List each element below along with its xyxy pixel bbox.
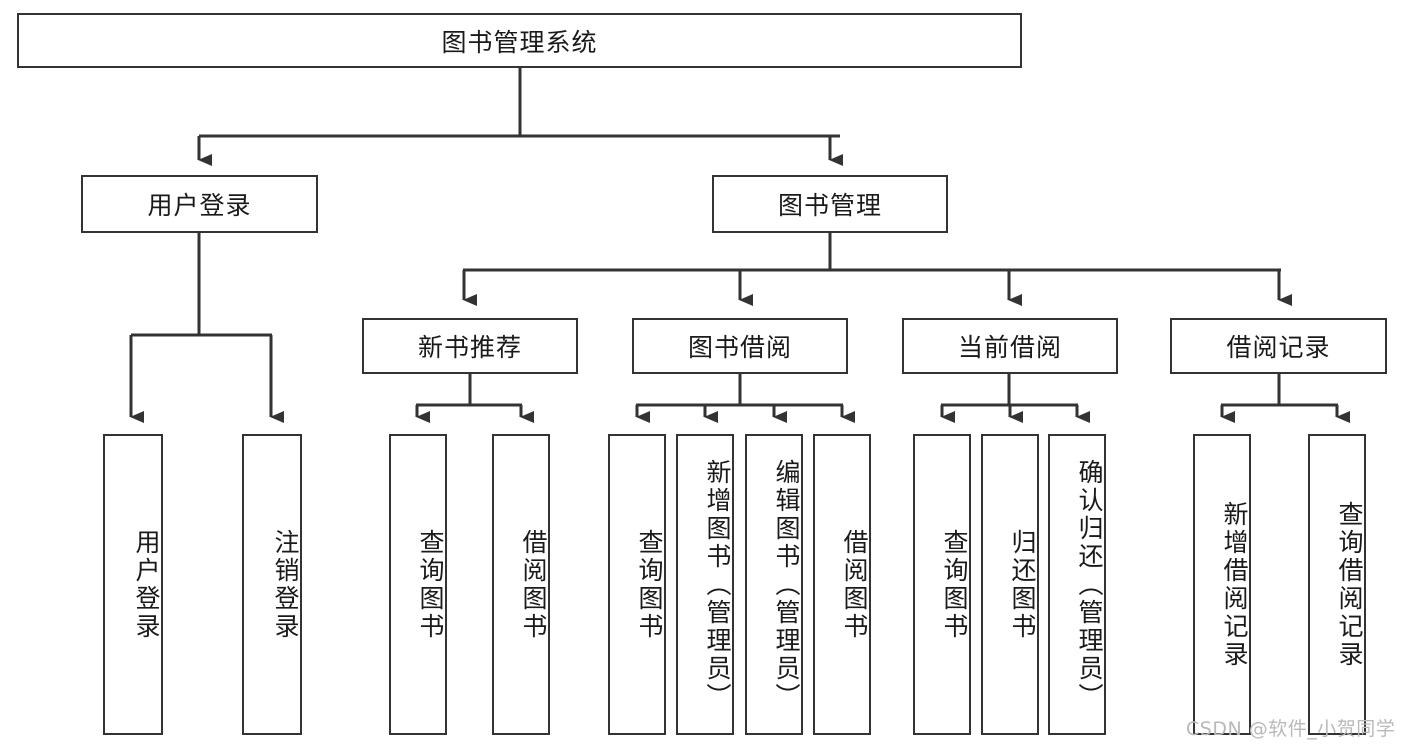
- node-book-management[interactable]: 图书管理: [712, 175, 948, 233]
- node-label: 注销登录: [271, 528, 300, 641]
- leaf-recommend-borrow-book[interactable]: 借阅图书: [492, 434, 550, 735]
- node-label: 借阅记录: [1226, 333, 1331, 362]
- node-label: 借阅图书: [840, 528, 869, 641]
- leaf-current-query-book[interactable]: 查询图书: [913, 434, 971, 735]
- node-label: 用户登录: [132, 528, 161, 641]
- leaf-borrow-add-book-admin[interactable]: 新增图书（管理员）: [676, 434, 734, 735]
- node-current-borrow[interactable]: 当前借阅: [902, 318, 1118, 374]
- node-label: 新增图书（管理员）: [703, 458, 732, 711]
- node-label: 查询图书: [940, 528, 969, 641]
- leaf-borrow-edit-book-admin[interactable]: 编辑图书（管理员）: [745, 434, 803, 735]
- leaf-record-query-borrow-record[interactable]: 查询借阅记录: [1308, 434, 1366, 735]
- node-label: 新增借阅记录: [1220, 500, 1249, 669]
- node-label: 查询图书: [416, 528, 445, 641]
- leaf-borrow-borrow-book[interactable]: 借阅图书: [813, 434, 871, 735]
- node-label: 编辑图书（管理员）: [772, 458, 801, 711]
- node-label: 新书推荐: [417, 333, 522, 362]
- node-label: 查询图书: [635, 528, 664, 641]
- node-label: 用户登录: [147, 191, 252, 220]
- node-label: 图书管理: [777, 191, 882, 220]
- node-book-borrow[interactable]: 图书借阅: [632, 318, 848, 374]
- node-label: 当前借阅: [957, 333, 1062, 362]
- node-root-book-management-system[interactable]: 图书管理系统: [17, 13, 1022, 68]
- node-label: 图书管理系统: [441, 27, 598, 57]
- leaf-current-confirm-return-admin[interactable]: 确认归还（管理员）: [1048, 434, 1106, 735]
- node-label: 查询借阅记录: [1335, 500, 1364, 669]
- leaf-recommend-query-book[interactable]: 查询图书: [389, 434, 447, 735]
- node-label: 归还图书: [1008, 528, 1037, 641]
- node-label: 确认归还（管理员）: [1075, 458, 1104, 711]
- node-user-login[interactable]: 用户登录: [81, 175, 318, 233]
- csdn-watermark: CSDN @软件_小贺同学: [1186, 718, 1396, 740]
- node-label: 图书借阅: [687, 333, 792, 362]
- leaf-user-login-signin[interactable]: 用户登录: [103, 434, 163, 735]
- node-borrow-record[interactable]: 借阅记录: [1170, 318, 1387, 374]
- leaf-user-login-signout[interactable]: 注销登录: [242, 434, 302, 735]
- leaf-current-return-book[interactable]: 归还图书: [981, 434, 1039, 735]
- leaf-borrow-query-book[interactable]: 查询图书: [608, 434, 666, 735]
- node-label: 借阅图书: [519, 528, 548, 641]
- leaf-record-add-borrow-record[interactable]: 新增借阅记录: [1193, 434, 1251, 735]
- node-new-book-recommend[interactable]: 新书推荐: [362, 318, 578, 374]
